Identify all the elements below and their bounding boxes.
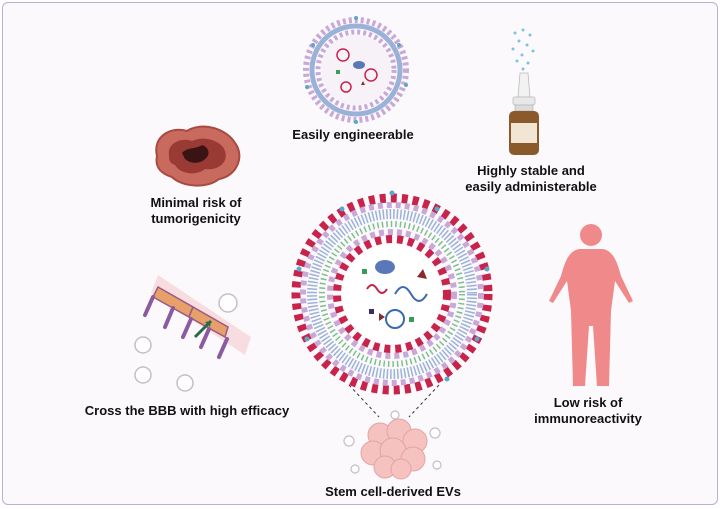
label-easily-engineerable: Easily engineerable bbox=[273, 127, 433, 143]
label-stem-cell-evs-text: Stem cell-derived EVs bbox=[325, 484, 461, 499]
label-cross-bbb: Cross the BBB with high efficacy bbox=[67, 403, 307, 419]
vesicle-icon bbox=[303, 16, 409, 124]
stem-cell-cluster-icon bbox=[343, 410, 442, 480]
nasal-spray-icon bbox=[509, 28, 539, 155]
label-minimal-risk-line2: tumorigenicity bbox=[151, 211, 241, 226]
label-low-risk-line1: Low risk of bbox=[553, 395, 623, 410]
label-stem-cell-evs: Stem cell-derived EVs bbox=[303, 484, 483, 500]
label-minimal-risk: Minimal risk of tumorigenicity bbox=[121, 195, 271, 227]
blood-brain-barrier-icon bbox=[134, 275, 251, 392]
human-body-icon bbox=[549, 224, 633, 386]
label-highly-stable-line2: easily administerable bbox=[465, 179, 597, 194]
label-minimal-risk-line1: Minimal risk of bbox=[150, 195, 242, 210]
label-easily-engineerable-text: Easily engineerable bbox=[292, 127, 414, 142]
label-low-risk-line2: immunoreactivity bbox=[534, 411, 642, 426]
label-cross-bbb-text: Cross the BBB with high efficacy bbox=[84, 403, 290, 418]
extracellular-vesicle-icon bbox=[291, 190, 493, 395]
callout-lines bbox=[348, 384, 440, 418]
label-low-risk: Low risk of immunoreactivity bbox=[513, 395, 663, 427]
figure-frame: Easily engineerable Highly stable and ea… bbox=[2, 2, 718, 505]
label-highly-stable: Highly stable and easily administerable bbox=[451, 163, 611, 195]
label-highly-stable-line1: Highly stable and bbox=[477, 163, 585, 178]
tumor-icon bbox=[155, 125, 241, 187]
